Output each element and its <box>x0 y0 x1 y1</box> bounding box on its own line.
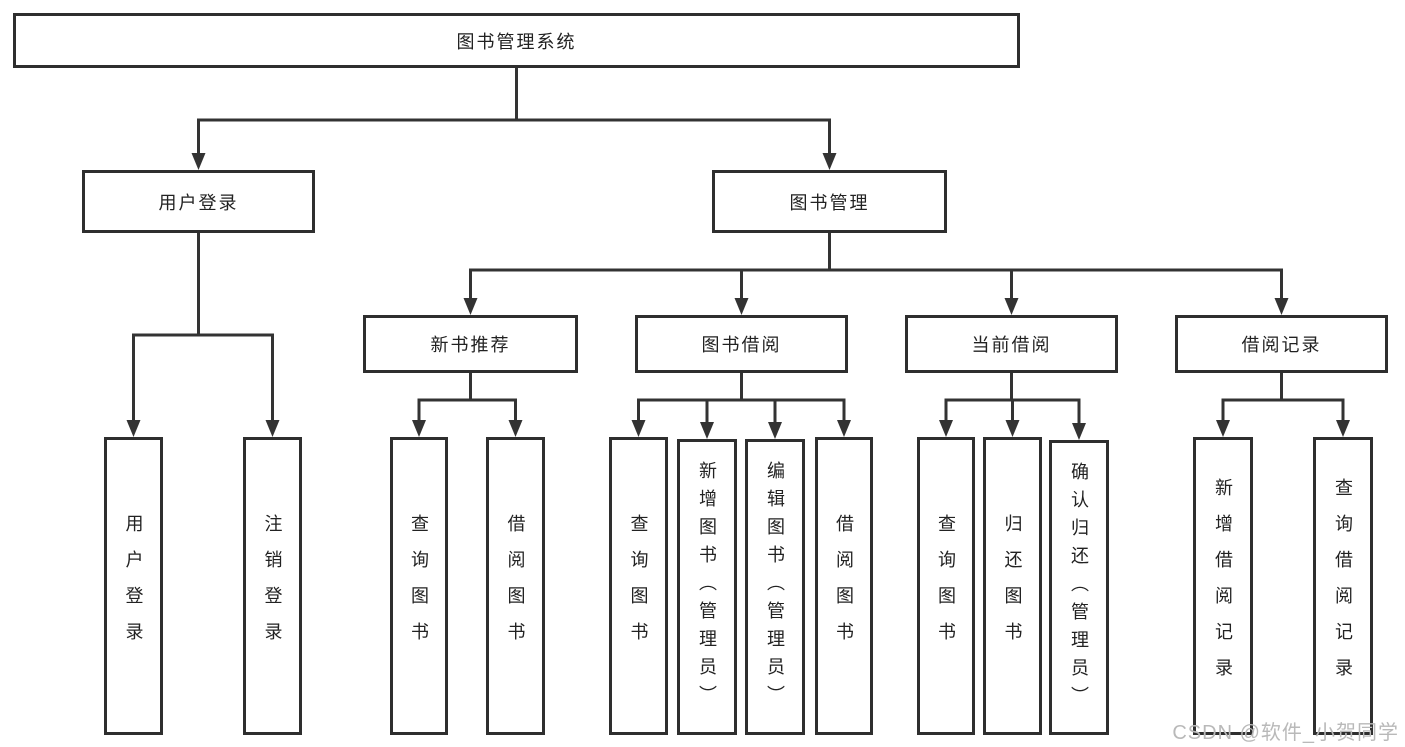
arrowhead-icon <box>939 420 953 437</box>
arrowhead-icon <box>768 422 782 439</box>
node-leaf-add-borrow-record: 新增借阅记录 <box>1193 437 1253 735</box>
arrowhead-icon <box>265 420 280 437</box>
arrowhead-icon <box>631 420 646 437</box>
node-label: 查询图书 <box>936 514 956 658</box>
node-leaf-query-books-current: 查询图书 <box>917 437 975 735</box>
arrowhead-icon <box>822 153 837 170</box>
node-leaf-user-login: 用户登录 <box>104 437 163 735</box>
node-label: 注销登录 <box>262 514 283 658</box>
node-label: 新增借阅记录 <box>1213 478 1233 694</box>
node-branch-book-management: 图书管理 <box>712 170 947 233</box>
node-label: 查询借阅记录 <box>1333 478 1353 694</box>
node-label: 当前借阅 <box>971 335 1052 355</box>
node-root-system: 图书管理系统 <box>13 13 1020 68</box>
node-leaf-borrow-books-recommend: 借阅图书 <box>486 437 545 735</box>
arrowhead-icon <box>1072 423 1086 440</box>
node-leaf-add-books-admin: 新增图书（管理员） <box>677 439 737 735</box>
arrowhead-icon <box>126 420 141 437</box>
node-leaf-query-books-borrowing: 查询图书 <box>609 437 668 735</box>
node-cat-current-borrowing: 当前借阅 <box>905 315 1118 373</box>
node-label: 归还图书 <box>1002 514 1023 658</box>
node-label: 查询图书 <box>628 514 649 658</box>
arrowhead-icon <box>837 420 851 437</box>
node-leaf-confirm-return-admin: 确认归还（管理员） <box>1049 440 1109 735</box>
arrowhead-icon <box>700 422 714 439</box>
node-leaf-query-books-recommend: 查询图书 <box>390 437 448 735</box>
node-branch-user-login: 用户登录 <box>82 170 315 233</box>
node-label: 图书管理 <box>789 192 870 213</box>
arrowhead-icon <box>508 420 523 437</box>
node-cat-new-book-recommend: 新书推荐 <box>363 315 578 373</box>
node-label: 借阅记录 <box>1241 335 1322 355</box>
watermark: CSDN @软件_小贺同学 <box>1172 722 1399 744</box>
node-label: 用户登录 <box>123 514 144 658</box>
node-leaf-borrow-books-borrowing: 借阅图书 <box>815 437 873 735</box>
arrowhead-icon <box>1336 420 1350 437</box>
node-label: 编辑图书（管理员） <box>765 461 785 713</box>
node-label: 新增图书（管理员） <box>697 461 717 713</box>
arrowhead-icon <box>1274 298 1289 315</box>
arrowhead-icon <box>412 420 426 437</box>
arrowhead-icon <box>1004 298 1019 315</box>
node-label: 查询图书 <box>409 514 429 658</box>
node-cat-book-borrowing: 图书借阅 <box>635 315 848 373</box>
node-leaf-edit-books-admin: 编辑图书（管理员） <box>745 439 805 735</box>
arrowhead-icon <box>191 153 206 170</box>
node-label: 用户登录 <box>158 192 239 213</box>
node-label: 借阅图书 <box>834 514 854 658</box>
node-label: 新书推荐 <box>430 335 511 355</box>
arrowhead-icon <box>463 298 478 315</box>
arrowhead-icon <box>1216 420 1230 437</box>
node-label: 图书管理系统 <box>456 31 577 52</box>
node-leaf-return-books: 归还图书 <box>983 437 1042 735</box>
node-label: 借阅图书 <box>505 514 526 658</box>
node-leaf-query-borrow-record: 查询借阅记录 <box>1313 437 1373 735</box>
node-leaf-logout-login: 注销登录 <box>243 437 302 735</box>
node-label: 确认归还（管理员） <box>1069 461 1089 714</box>
arrowhead-icon <box>734 298 749 315</box>
node-cat-borrowing-records: 借阅记录 <box>1175 315 1388 373</box>
arrowhead-icon <box>1005 420 1020 437</box>
node-label: 图书借阅 <box>701 335 782 355</box>
